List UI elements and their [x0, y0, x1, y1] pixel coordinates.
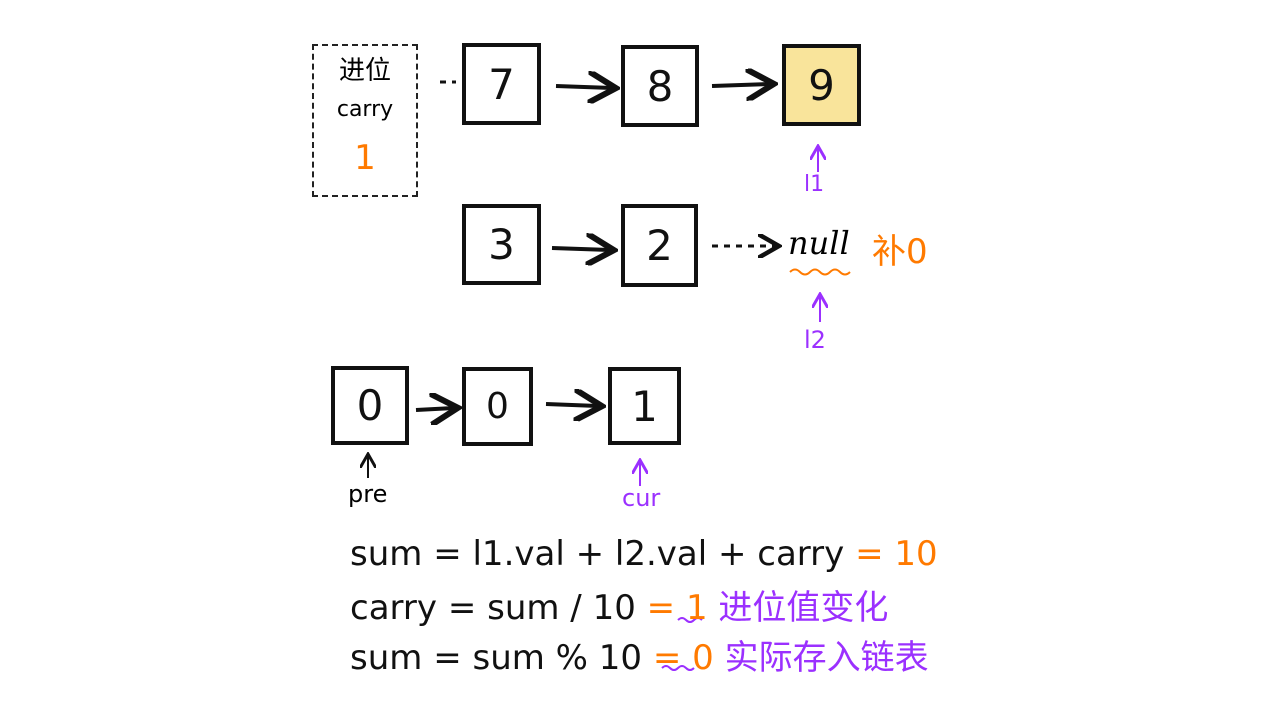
formula-result: = 10 [855, 534, 938, 574]
carry-box: 进位 carry 1 [312, 44, 418, 197]
carry-underline [677, 617, 703, 623]
formula-expr: carry = sum / 10 [350, 588, 636, 628]
result-node: 0 [331, 366, 409, 445]
list1-node-current: 9 [782, 44, 861, 126]
list1-node: 7 [462, 43, 541, 125]
l2-label: l2 [804, 326, 826, 354]
result-node: 1 [608, 367, 681, 445]
formula-expr: sum = sum % 10 [350, 638, 643, 678]
list2-node: 3 [462, 204, 541, 285]
arrow-8-9 [711, 84, 770, 86]
formula-note: 实际存入链表 [724, 638, 929, 678]
carry-value: 1 [354, 138, 376, 178]
arrow-7-8 [555, 86, 612, 88]
null-label: null [788, 224, 850, 262]
formula-mod: sum = sum % 10 = 0 实际存入链表 [350, 630, 929, 679]
null-underline [789, 268, 851, 276]
list1-node: 8 [621, 45, 699, 127]
formula-result: = 1 [646, 588, 708, 628]
formula-note: 进位值变化 [718, 588, 889, 628]
cur-label: cur [622, 484, 661, 512]
formula-expr: sum = l1.val + l2.val + carry [350, 534, 845, 574]
formula-result: = 0 [652, 638, 714, 678]
carry-label: carry [336, 97, 394, 122]
list2-node: 2 [621, 204, 698, 287]
pre-label: pre [348, 480, 388, 508]
sum-underline [661, 665, 695, 671]
formula-sum: sum = l1.val + l2.val + carry = 10 [350, 534, 938, 574]
carry-title: 进位 [338, 56, 391, 86]
arrow-r0-r1 [415, 408, 454, 410]
l1-label: l1 [804, 172, 825, 197]
pad-note: 补0 [872, 232, 928, 272]
arrow-3-2 [551, 248, 610, 250]
arrow-r1-r2 [545, 404, 598, 406]
result-node: 0 [462, 367, 533, 446]
formula-carry: carry = sum / 10 = 1 进位值变化 [350, 580, 888, 629]
